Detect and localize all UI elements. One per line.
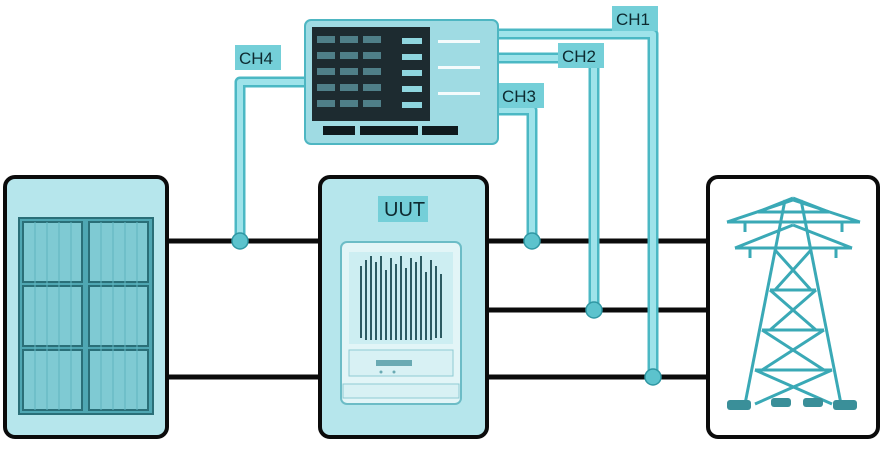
ch3-label: CH3 [502, 87, 536, 106]
label-ch4: CH4 [235, 45, 281, 70]
solar-panel-icon [3, 175, 169, 439]
uut-label: UUT [384, 199, 425, 221]
transmission-tower-icon [726, 196, 861, 406]
label-ch1: CH1 [612, 6, 658, 31]
inverter-icon [340, 241, 462, 405]
clamp-ch3 [523, 232, 541, 250]
ch2-label: CH2 [562, 47, 596, 66]
uut-box: UUT [318, 175, 489, 439]
probe-clamps [231, 232, 662, 386]
ch4-label: CH4 [239, 49, 273, 68]
probe-cable-ch4 [234, 76, 308, 241]
clamp-ch4 [231, 232, 249, 250]
power-analyzer-icon [304, 19, 499, 145]
probe-cable-ch3 [495, 104, 538, 241]
clamp-ch1 [644, 368, 662, 386]
clamp-ch2 [585, 301, 603, 319]
ch1-label: CH1 [616, 10, 650, 29]
label-ch3: CH3 [498, 83, 544, 108]
grid-box [706, 175, 880, 439]
label-ch2: CH2 [558, 43, 604, 68]
